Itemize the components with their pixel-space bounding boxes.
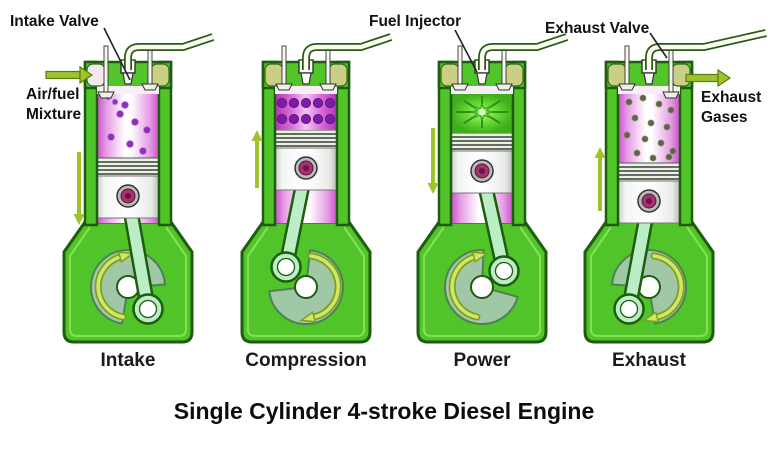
piston-motion-arrow-icon — [73, 152, 85, 225]
pipe — [302, 33, 393, 70]
exhaust-port — [328, 63, 348, 87]
pipe — [478, 33, 569, 70]
airfuel-flow-arrow-icon — [45, 65, 94, 85]
valves — [97, 45, 159, 99]
fuel-injector-label: Fuel Injector — [369, 13, 462, 30]
crank-journal — [470, 275, 494, 299]
intake-port — [607, 63, 627, 87]
pipe — [124, 33, 215, 70]
piston — [96, 157, 160, 219]
exhaust-valve-leader-line — [649, 32, 668, 59]
rotation-arrow-icon — [642, 252, 685, 323]
piston-motion-arrow-icon — [594, 147, 606, 211]
piston — [274, 129, 338, 191]
engine-exhaust — [583, 29, 767, 344]
rotation-arrow-icon — [299, 252, 342, 323]
engine-power — [416, 33, 569, 344]
rotation-arrow-icon — [94, 251, 135, 321]
exhaust-valve-label: Exhaust Valve — [545, 20, 650, 37]
air-fuel-mixture-label: Air/fuel Mixture — [26, 86, 82, 123]
piston — [450, 132, 514, 194]
intake-port — [264, 63, 284, 87]
stroke-label-intake: Intake — [100, 350, 156, 371]
engine-intake — [62, 33, 215, 344]
exhaust-gases-label: Exhaust Gases — [701, 89, 762, 126]
crank-journal — [294, 275, 318, 299]
intake-valve-label: Intake Valve — [10, 13, 99, 30]
intake-port — [440, 63, 460, 87]
stroke-label-compression: Compression — [245, 350, 367, 371]
rotation-arrow-icon — [448, 251, 489, 321]
engine-compression — [240, 33, 393, 344]
piston — [617, 162, 681, 224]
charge-compressed — [275, 94, 337, 130]
page-title: Single Cylinder 4-stroke Diesel Engine — [173, 398, 595, 424]
exhaust-flow-arrow-icon — [685, 68, 732, 88]
piston-motion-arrow-icon — [251, 130, 263, 188]
fuel-injector-leader-line — [454, 29, 478, 73]
charge-burst — [451, 94, 513, 133]
exhaust-port — [504, 63, 524, 87]
intake-valve-leader-line — [103, 27, 131, 81]
valves — [618, 45, 680, 99]
valves — [275, 45, 337, 91]
stroke-label-power: Power — [453, 350, 511, 371]
exhaust-port — [150, 63, 170, 87]
piston-motion-arrow-icon — [427, 128, 439, 194]
stroke-label-exhaust: Exhaust — [612, 350, 686, 371]
